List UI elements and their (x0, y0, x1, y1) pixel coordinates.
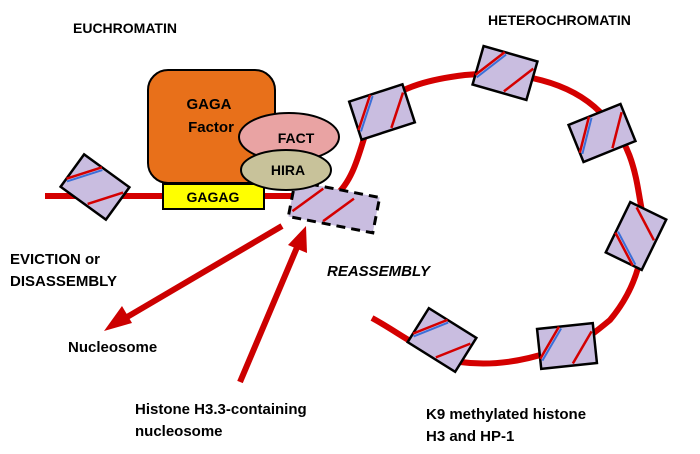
label-k9-line2: H3 and HP-1 (426, 428, 514, 445)
label-eviction-line1: EVICTION or (10, 251, 100, 268)
arrow-reassembly (237, 226, 307, 384)
dna-strand-heterochromatin (332, 70, 647, 367)
nucleosome-heterochromatin-1 (347, 83, 417, 141)
label-gaga-factor-line2: Factor (188, 119, 234, 136)
label-h33-line1: Histone H3.3-containing (135, 401, 307, 418)
label-euchromatin: EUCHROMATIN (73, 20, 177, 36)
label-heterochromatin: HETEROCHROMATIN (488, 12, 631, 28)
label-hira: HIRA (271, 162, 305, 178)
nucleosome-reassembling (286, 179, 382, 235)
nucleosome-heterochromatin-2 (471, 44, 539, 102)
gagag-element (162, 183, 265, 210)
label-gagag: GAGAG (187, 189, 240, 205)
arrow-eviction (104, 223, 284, 331)
nucleosome-heterochromatin-5 (535, 321, 599, 371)
label-fact: FACT (278, 130, 315, 146)
label-h33-line2: nucleosome (135, 423, 223, 440)
label-k9-line1: K9 methylated histone (426, 406, 586, 423)
hira-protein (240, 149, 332, 191)
label-nucleosome: Nucleosome (68, 339, 157, 356)
label-reassembly: REASSEMBLY (327, 263, 432, 280)
nucleosome-heterochromatin-4 (604, 200, 668, 272)
label-gaga-factor-line1: GAGA (187, 96, 232, 113)
nucleosome-euchromatin (59, 153, 131, 221)
label-eviction-line2: DISASSEMBLY (10, 273, 117, 290)
